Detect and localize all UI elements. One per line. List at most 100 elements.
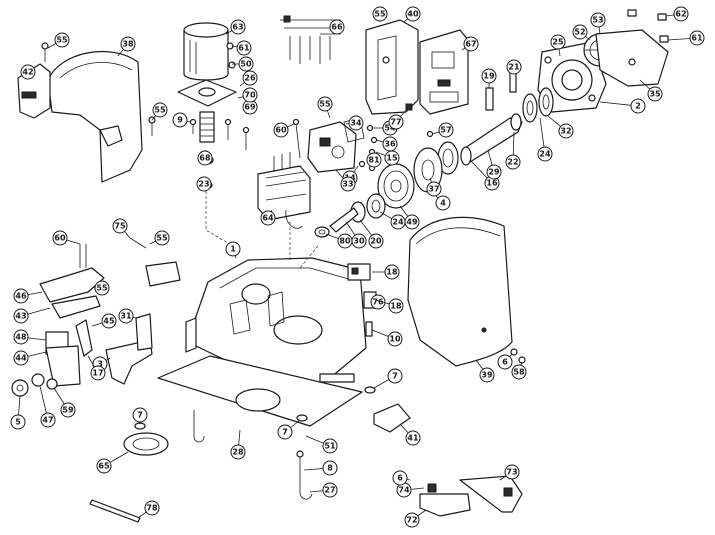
callout-number: 52 [574, 28, 585, 37]
callout-number: 38 [122, 40, 134, 49]
callout-73: 73 [499, 464, 520, 481]
callout-circle [101, 313, 117, 329]
callout-number: 28 [232, 448, 244, 457]
callout-60: 60 [273, 122, 295, 138]
callout-circle [337, 233, 353, 249]
callout-circle [368, 233, 384, 249]
callout-circle [504, 464, 520, 480]
callout-number: 16 [486, 179, 498, 188]
callout-circle [172, 112, 188, 128]
callout-number: 27 [324, 486, 335, 495]
callout-circle [486, 164, 502, 180]
callout-circle [13, 308, 29, 324]
callout-circle [52, 230, 68, 246]
callout-number: 7 [137, 411, 143, 420]
callout-23: 23 [196, 176, 212, 192]
callout-circle [372, 6, 388, 22]
callout-number: 18 [390, 302, 402, 311]
callout-number: 43 [15, 312, 26, 321]
gear-housing-base [185, 257, 367, 389]
callout-74: 74 [396, 482, 425, 498]
callout-80: 80 [325, 233, 353, 249]
callout-55: 55 [47, 32, 70, 49]
callout-number: 42 [22, 68, 33, 77]
callout-number: 60 [275, 126, 287, 135]
callout-55: 55 [317, 96, 333, 119]
callout-number: 46 [15, 292, 27, 301]
callout-2: 2 [599, 98, 646, 114]
callout-55: 55 [151, 102, 168, 121]
screws-right [510, 348, 526, 364]
callout-77: 77 [388, 109, 407, 130]
callout-7: 7 [132, 407, 148, 424]
base-plate [157, 355, 363, 443]
callout-21: 21 [506, 59, 522, 75]
callout-39: 39 [475, 359, 495, 383]
callout-60: 60 [52, 230, 81, 246]
callout-61: 61 [667, 30, 705, 46]
callout-circle [366, 152, 382, 168]
callout-46: 46 [13, 288, 43, 304]
callout-circle [225, 241, 241, 257]
callout-6: 6 [392, 470, 411, 486]
callout-circle [370, 294, 386, 310]
callout-circle [230, 19, 246, 35]
callout-31: 31 [118, 308, 137, 324]
callout-number: 9 [177, 116, 183, 125]
callout-66: 66 [329, 19, 345, 35]
gear-bearings [350, 193, 386, 223]
electric-motor [177, 22, 237, 190]
callout-layer: 1234567891014151617181920212223242526272… [10, 6, 705, 528]
callout-number: 7 [282, 428, 288, 437]
callout-number: 80 [339, 237, 351, 246]
callout-72: 72 [404, 509, 427, 528]
callout-35: 35 [639, 79, 663, 102]
callout-number: 48 [15, 333, 27, 342]
callout-47: 47 [39, 385, 56, 428]
callout-circle [392, 470, 408, 486]
misc-screws-left [189, 118, 197, 134]
callout-circle [405, 6, 421, 22]
long-screws-left [79, 237, 147, 268]
worm-shaft [329, 207, 359, 233]
callout-19: 19 [481, 68, 497, 88]
callout-number: 17 [92, 369, 103, 378]
long-screw-60 [292, 118, 301, 159]
callout-circle [96, 458, 112, 474]
pin-10 [365, 321, 373, 337]
callout-circle [405, 430, 421, 446]
callout-number: 68 [199, 154, 211, 163]
callout-circle [511, 364, 527, 380]
callout-number: 8 [327, 464, 333, 473]
callout-number: 24 [392, 218, 404, 227]
cover-plug [373, 403, 411, 433]
callout-number: 15 [386, 154, 398, 163]
output-shaft [460, 113, 523, 166]
callout-78: 78 [137, 500, 160, 519]
callout-number: 25 [552, 38, 564, 47]
callout-number: 55 [374, 10, 386, 19]
callout-10: 10 [371, 329, 403, 347]
callout-number: 51 [324, 442, 336, 451]
callout-number: 53 [592, 16, 603, 25]
callout-1: 1 [225, 241, 241, 259]
callout-70: 70 [237, 87, 258, 103]
callout-number: 63 [232, 23, 243, 32]
callout-number: 47 [42, 416, 53, 425]
callout-32: 32 [547, 115, 574, 139]
callout-circle [238, 56, 254, 72]
callout-circle [20, 64, 36, 80]
anchor-rod [296, 450, 313, 500]
callout-51: 51 [305, 435, 338, 454]
callout-circle [197, 150, 213, 166]
callout-number: 54 [384, 124, 396, 133]
callout-number: 6 [502, 358, 508, 367]
callout-circle [382, 136, 398, 152]
callout-circle [260, 210, 276, 226]
callout-8: 8 [303, 460, 338, 476]
callout-69: 69 [242, 99, 258, 115]
callout-62: 62 [665, 6, 689, 22]
callout-36: 36 [375, 136, 398, 152]
callout-24: 24 [537, 117, 553, 162]
callout-number: 6 [397, 474, 403, 483]
